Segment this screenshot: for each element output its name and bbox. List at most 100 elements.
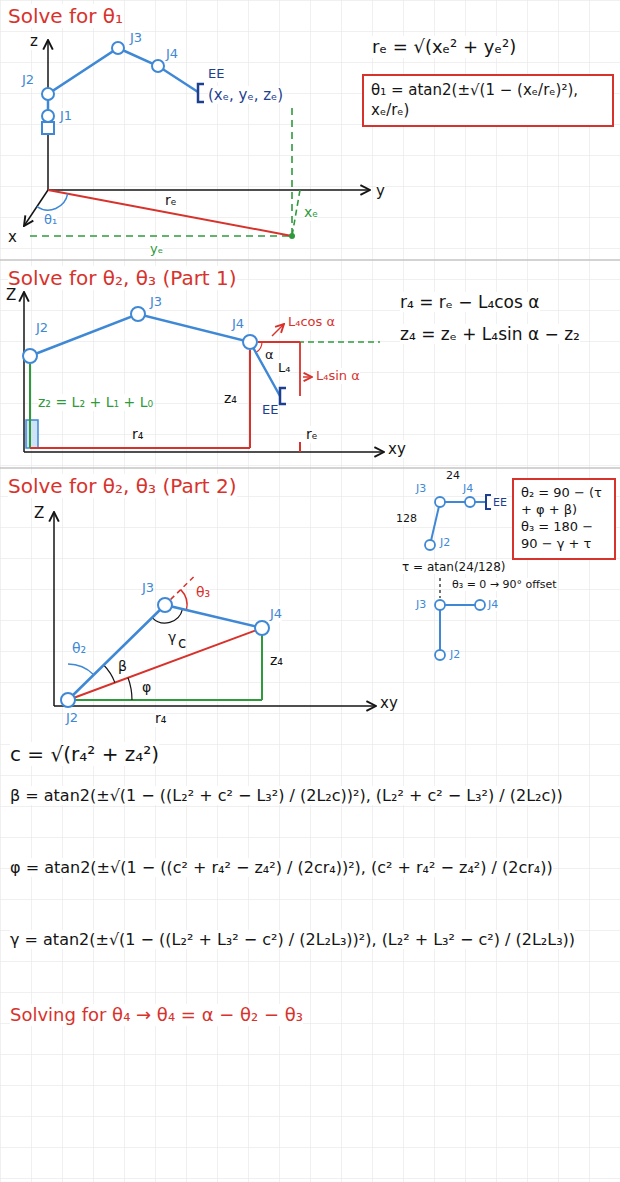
- joint-label: J2: [22, 72, 34, 88]
- joint-symbol: [425, 540, 435, 550]
- height-line: [249, 350, 251, 448]
- leader-arrow: [272, 324, 284, 336]
- equation: c = √(r₄² + z₄²): [10, 742, 159, 766]
- joint-symbol: [465, 497, 475, 507]
- angle-arc: [37, 194, 68, 210]
- joint-label: J2: [36, 320, 48, 336]
- length-label: L₄cos α: [288, 314, 335, 330]
- height-line: [29, 364, 31, 448]
- joint-symbol: [475, 600, 485, 610]
- tick-mark: [299, 442, 301, 452]
- joint-symbol: [61, 693, 75, 707]
- axis-label: z: [30, 32, 38, 50]
- length-label: rₑ: [306, 426, 318, 443]
- joint-symbol: [435, 497, 445, 507]
- joint-label: J3: [142, 580, 154, 596]
- extension-line: [171, 577, 194, 599]
- hypotenuse-line: [68, 628, 262, 700]
- joint-label: J3: [416, 598, 426, 611]
- y-axis: [48, 189, 370, 191]
- length-label: L₄: [278, 360, 290, 376]
- joint-symbol: [23, 349, 37, 363]
- projection-line: [291, 108, 293, 236]
- length-label: z₄: [270, 652, 283, 669]
- robot-link: [30, 314, 280, 396]
- joint-label: J2: [66, 710, 78, 726]
- angle-label: θ₃: [196, 584, 210, 601]
- reference-line: [439, 578, 440, 598]
- projection-line: [292, 190, 300, 236]
- section-3-figure: [54, 495, 491, 707]
- joint-symbol: [42, 110, 54, 122]
- joint-label: J3: [150, 294, 162, 310]
- end-effector-label: EE: [493, 496, 507, 509]
- length-label: c: [178, 634, 186, 652]
- section-heading: Solve for θ₁: [8, 4, 123, 28]
- robot-link: [68, 605, 262, 700]
- equation: z₄ = zₑ + L₄sin α − z₂: [400, 324, 580, 344]
- equation: τ = atan(24/128): [402, 560, 506, 574]
- joint-label: J4: [232, 316, 244, 332]
- angle-label: φ: [142, 679, 151, 696]
- axis-label: Z: [6, 286, 16, 304]
- joint-symbol: [435, 650, 445, 660]
- angle-arc: [104, 665, 115, 683]
- axis-label: Z: [34, 504, 44, 522]
- joint-symbol: [112, 42, 124, 54]
- height-line: [261, 635, 263, 700]
- radius-line: [30, 447, 250, 449]
- joint-label: J3: [416, 482, 426, 495]
- component-line: [258, 341, 300, 343]
- angle-arc: [181, 590, 187, 611]
- radius-line: [48, 190, 292, 236]
- equation: β = atan2(±√(1 − ((L₂² + c² − L₃²) / (2L…: [10, 786, 563, 805]
- joint-symbol: [435, 600, 445, 610]
- coordinate-label: (xₑ, yₑ, zₑ): [208, 86, 283, 104]
- angle-label: θ₂: [72, 640, 86, 657]
- robot-link: [440, 501, 486, 503]
- joint-label: J4: [463, 482, 473, 495]
- robot-link: [430, 502, 440, 545]
- end-effector-symbol: [198, 84, 204, 102]
- length-label: rₑ: [165, 192, 177, 209]
- robot-base: [42, 122, 54, 134]
- dimension-label: 128: [396, 512, 417, 525]
- end-effector-symbol: [486, 495, 491, 509]
- length-label: r₄: [132, 426, 143, 443]
- section-heading: Solve for θ₂, θ₃ (Part 2): [8, 474, 237, 498]
- component-line: [299, 342, 301, 396]
- length-label: yₑ: [150, 241, 163, 257]
- joint-symbol: [255, 621, 269, 635]
- equation: φ = atan2(±√(1 − ((c² + r₄² − z₄²) / (2c…: [10, 858, 553, 877]
- angle-label: θ₁: [44, 212, 57, 228]
- equation-box: θ₁ = atan2(±√(1 − (xₑ/rₑ)²), xₑ/rₑ): [362, 74, 614, 127]
- axis-label: xy: [380, 694, 398, 712]
- xy-axis: [54, 705, 376, 707]
- z-axis: [23, 292, 25, 452]
- z-axis: [53, 512, 55, 706]
- axis-label: xy: [388, 440, 406, 458]
- end-effector-label: EE: [208, 66, 224, 82]
- robot-base: [26, 420, 38, 448]
- axis-label: y: [376, 182, 385, 200]
- length-label: L₄sin α: [316, 368, 360, 384]
- length-label: z₄: [224, 390, 237, 407]
- equation: rₑ = √(xₑ² + yₑ²): [372, 36, 516, 58]
- equation: θ₁ = atan2(±√(1 − (xₑ/rₑ)²), xₑ/rₑ): [371, 81, 605, 120]
- joint-label: J2: [450, 648, 460, 661]
- section-heading: Solve for θ₂, θ₃ (Part 1): [8, 266, 237, 290]
- note: θ₃ = 0 → 90° offset: [452, 578, 557, 591]
- joint-symbol: [158, 598, 172, 612]
- dimension-label: 24: [446, 469, 460, 482]
- projection-point: [289, 233, 295, 239]
- equation-box: θ₂ = 90 − (τ + φ + β)θ₃ = 180 − 90 − γ +…: [512, 478, 616, 560]
- length-label: r₄: [155, 710, 166, 727]
- angle-label: γ: [168, 629, 176, 646]
- joint-symbol: [243, 335, 257, 349]
- joint-label: J4: [270, 606, 282, 622]
- angle-arc: [68, 664, 94, 675]
- equation: r₄ = rₑ − L₄cos α: [400, 292, 540, 312]
